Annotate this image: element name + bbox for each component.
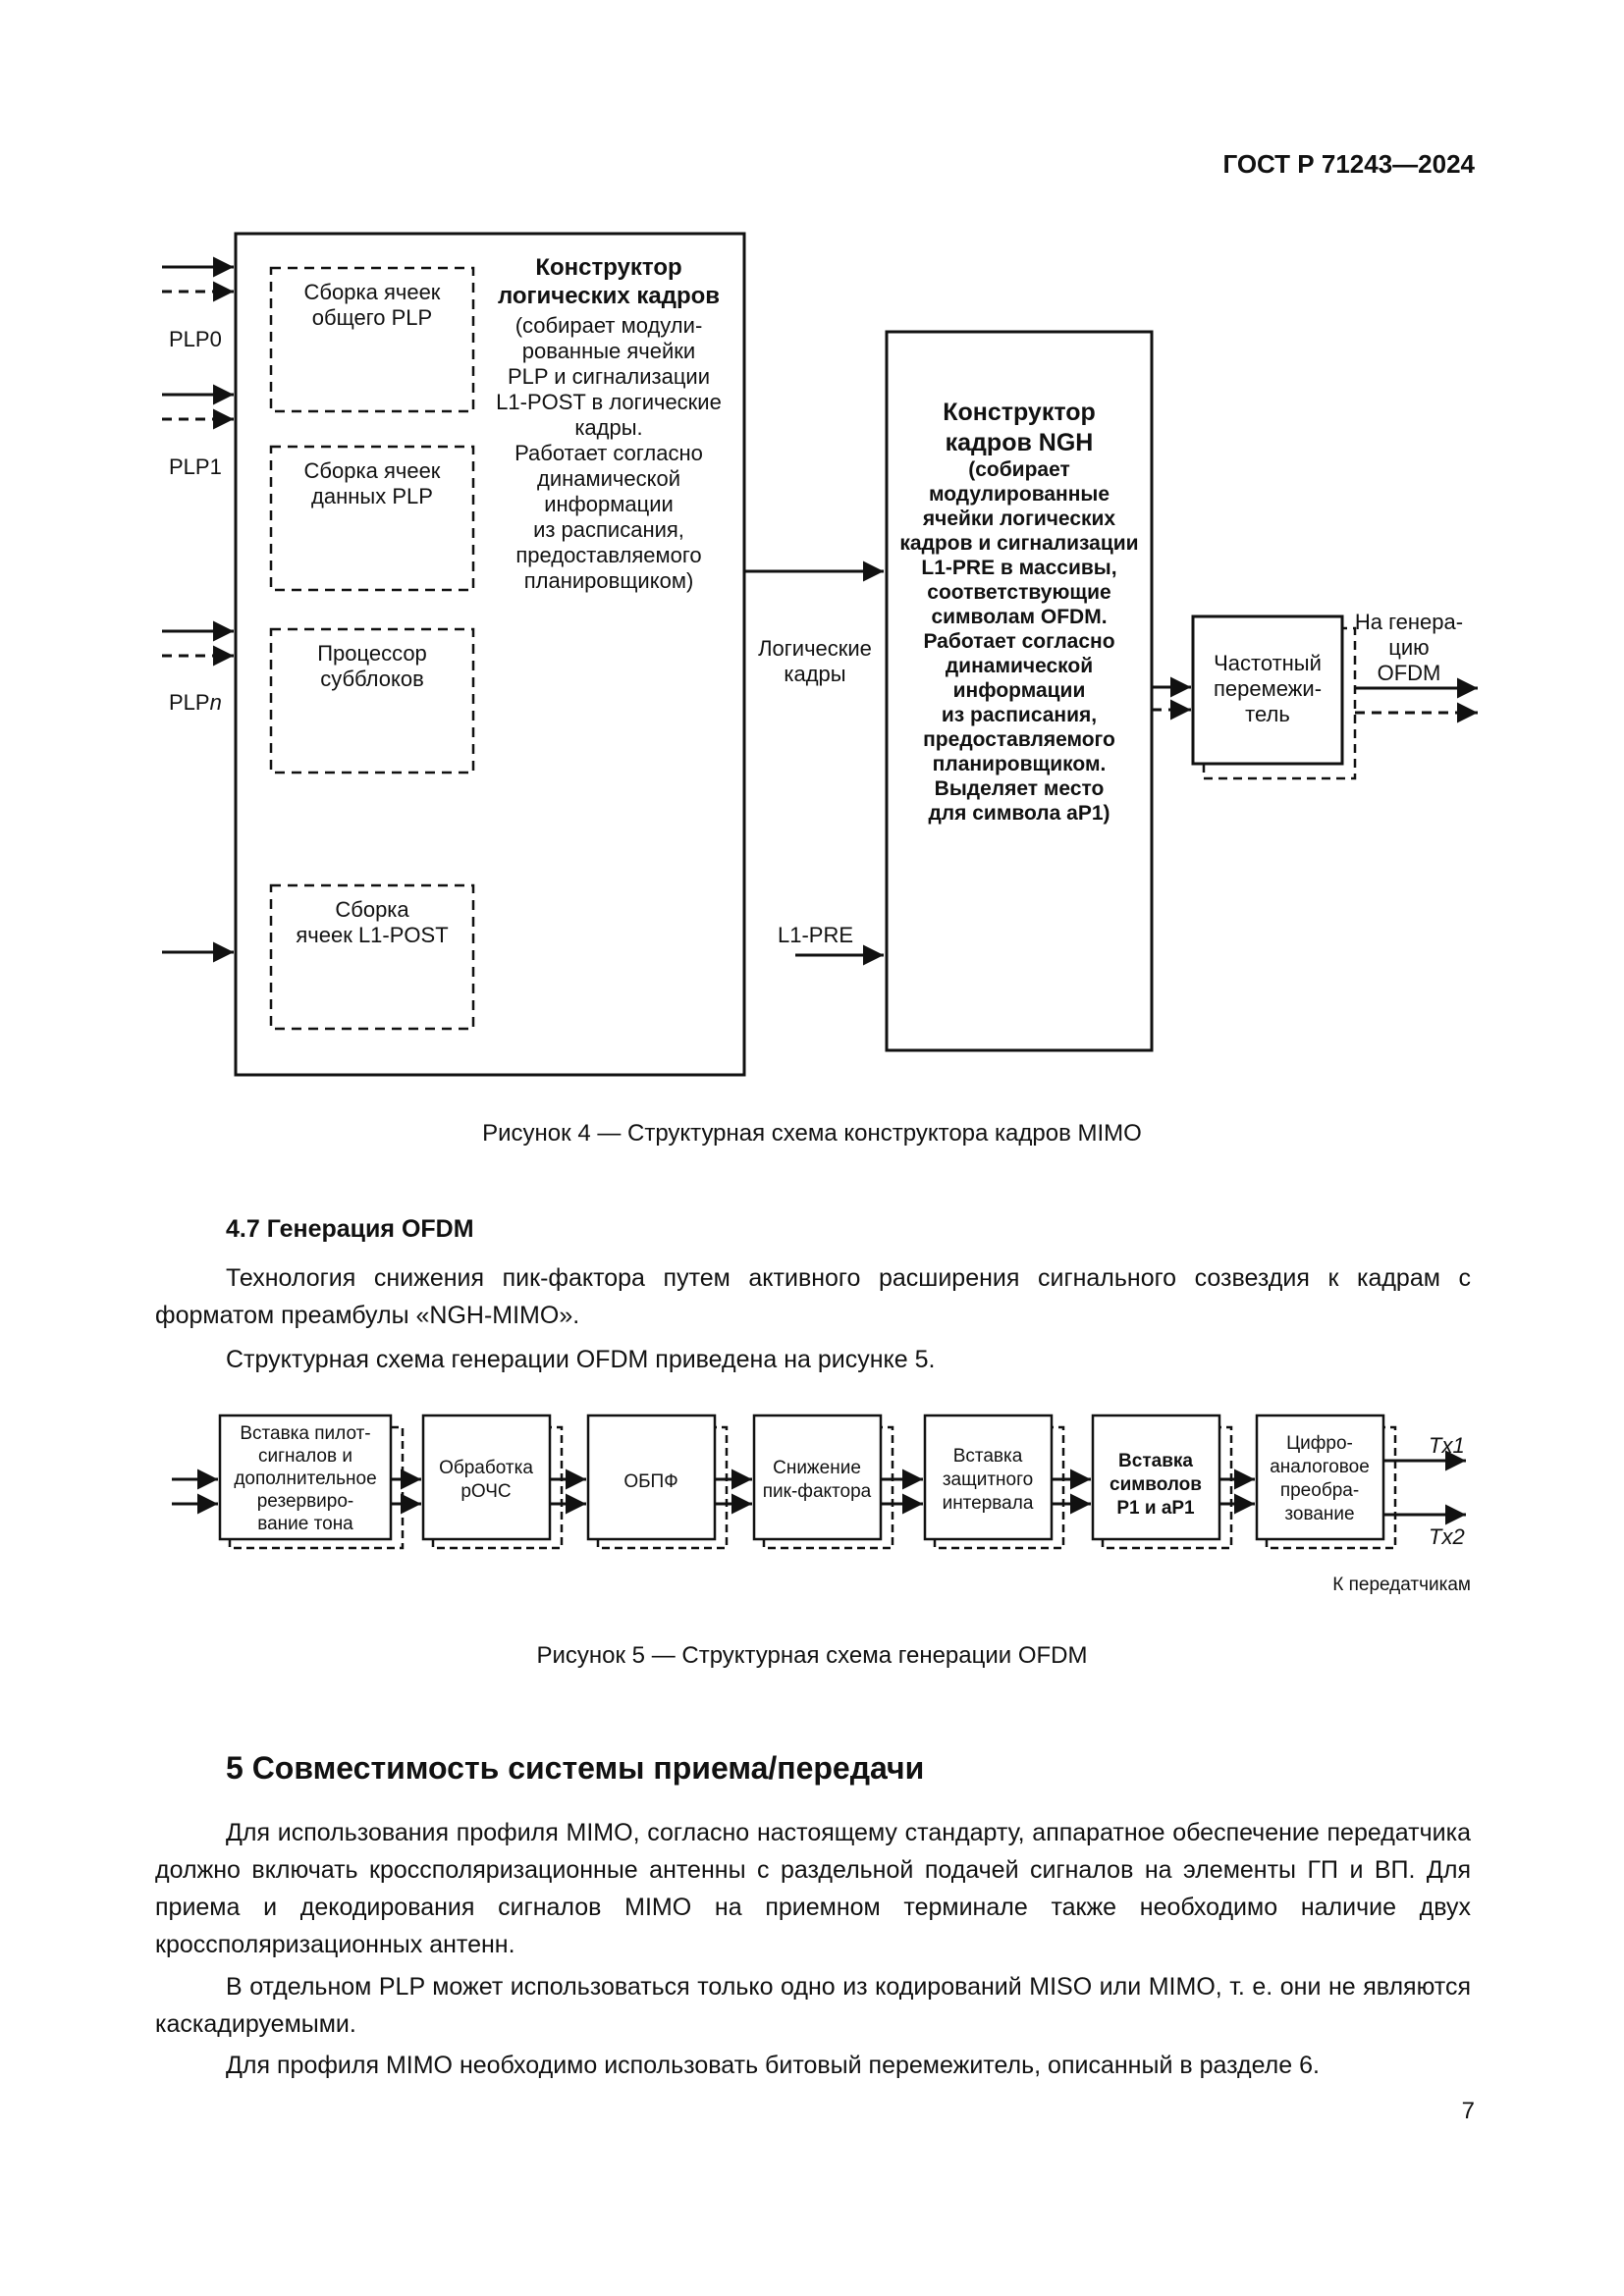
f5-block-label: вание тона xyxy=(257,1514,353,1534)
page-number: 7 xyxy=(1461,2098,1475,2124)
f5-block-label: P1 и aP1 xyxy=(1116,1498,1195,1519)
section-5-paragraph-3: Для профиля MIMO необходимо использовать… xyxy=(226,2052,1320,2079)
svg-text:из расписания,: из расписания, xyxy=(942,704,1097,726)
svg-text:предоставляемого: предоставляемого xyxy=(923,728,1115,751)
f5-block-label: рОЧС xyxy=(460,1481,511,1502)
svg-text:информации: информации xyxy=(953,679,1086,702)
block-label: ячеек L1-POST xyxy=(296,923,448,947)
svg-text:L1-PRE в массивы,: L1-PRE в массивы, xyxy=(921,557,1116,579)
f5-block-label: Обработка xyxy=(439,1458,533,1478)
section-4-7-paragraph-1: Технология снижения пик-фактора путем ак… xyxy=(155,1264,1471,1329)
input-label-plp1: PLP1 xyxy=(169,454,222,479)
logical-builder-description: Конструктор логических кадров (собирает … xyxy=(496,254,722,593)
svg-text:планировщиком): планировщиком) xyxy=(524,568,694,593)
ngh-builder-description: Конструктор кадров NGH (собирает модулир… xyxy=(899,399,1138,825)
block-label: данных PLP xyxy=(311,484,433,508)
f5-block-label: Снижение xyxy=(773,1458,861,1478)
f5-block-label: Цифро- xyxy=(1286,1433,1353,1454)
f5-block-label: ОБПФ xyxy=(623,1471,677,1492)
svg-text:логических кадров: логических кадров xyxy=(498,283,720,309)
input-label-plpn: PLPn xyxy=(169,690,222,715)
svg-text:модулированные: модулированные xyxy=(929,483,1110,506)
svg-text:Работает согласно: Работает согласно xyxy=(514,441,703,465)
svg-text:кадров NGH: кадров NGH xyxy=(946,429,1094,456)
svg-text:рованные ячейки: рованные ячейки xyxy=(522,339,695,363)
interleaver-label: перемежи- xyxy=(1214,676,1322,701)
section-5-heading: 5 Совместимость системы приема/передачи xyxy=(226,1750,925,1786)
l1post-assembly-block xyxy=(269,883,475,1031)
svg-text:Конструктор: Конструктор xyxy=(535,254,681,281)
svg-text:для символа aP1): для символа aP1) xyxy=(928,802,1110,825)
ngh-frame-builder-box xyxy=(885,330,1154,1052)
output-label: цию xyxy=(1388,635,1429,660)
interleaver-label: тель xyxy=(1245,702,1290,726)
svg-text:(собирает: (собирает xyxy=(968,458,1070,481)
svg-text:соответствующие: соответствующие xyxy=(927,581,1110,604)
document-code: ГОСТ Р 71243—2024 xyxy=(1222,149,1475,179)
svg-text:Работает согласно: Работает согласно xyxy=(923,630,1114,653)
svg-text:Выделяет место: Выделяет место xyxy=(935,777,1105,800)
svg-text:информации: информации xyxy=(544,492,674,516)
f5-block-label: дополнительное xyxy=(234,1468,376,1489)
interleaver-label: Частотный xyxy=(1214,651,1322,675)
svg-text:планировщиком.: планировщиком. xyxy=(933,753,1107,775)
interleaver-shadow xyxy=(1202,626,1357,780)
f5-block-label: интервала xyxy=(943,1493,1034,1514)
svg-text:ячейки логических: ячейки логических xyxy=(922,507,1116,530)
svg-text:кадры.: кадры. xyxy=(574,415,642,440)
logical-frame-builder-box xyxy=(234,232,746,1077)
f5-block-label: символов xyxy=(1110,1474,1202,1495)
f5-block-label: аналоговое xyxy=(1270,1457,1370,1477)
data-plp-assembly-block xyxy=(269,445,475,592)
section-4-7-heading: 4.7 Генерация OFDM xyxy=(226,1215,474,1243)
subslice-processor-block xyxy=(269,627,475,774)
block-label: Сборка ячеек xyxy=(304,280,441,304)
svg-text:кадров и сигнализации: кадров и сигнализации xyxy=(899,532,1138,555)
block-label: Сборка ячеек xyxy=(304,458,441,483)
svg-text:(собирает модули-: (собирает модули- xyxy=(515,313,703,338)
f5-block-label: Вставка пилот- xyxy=(240,1423,370,1444)
f5-block-label: сигналов и xyxy=(258,1446,352,1467)
block-label: Процессор xyxy=(317,641,427,666)
tx1-label: Tx1 xyxy=(1429,1433,1465,1458)
l1pre-label: L1-PRE xyxy=(778,923,853,947)
figure-4-caption: Рисунок 4 — Структурная схема конструкто… xyxy=(482,1120,1142,1147)
figure-5-diagram: Вставка пилот- сигналов и дополнительное… xyxy=(172,1414,1471,1595)
f5-block-label: Вставка xyxy=(1118,1451,1193,1471)
figure-5-caption: Рисунок 5 — Структурная схема генерации … xyxy=(536,1642,1088,1669)
logical-frames-label: кадры xyxy=(784,662,845,686)
to-transmitters-label: К передатчикам xyxy=(1332,1575,1471,1595)
output-label: OFDM xyxy=(1378,661,1441,685)
figure-4-diagram: PLP0 PLP1 PLPn Сборка ячеек общего PLP С… xyxy=(162,232,1478,1077)
svg-text:динамической: динамической xyxy=(946,655,1093,677)
frequency-interleaver-block xyxy=(1191,614,1344,766)
svg-text:динамической: динамической xyxy=(537,466,680,491)
svg-text:PLP и сигнализации: PLP и сигнализации xyxy=(508,364,710,389)
f5-block-label: преобра- xyxy=(1280,1480,1359,1501)
block-label: Сборка xyxy=(335,897,409,922)
section-4-7-paragraph-2: Структурная схема генерации OFDM приведе… xyxy=(226,1346,936,1373)
common-plp-assembly-block xyxy=(269,266,475,413)
f5-block-label: защитного xyxy=(943,1469,1033,1490)
f5-block-label: резервиро- xyxy=(257,1491,354,1512)
f5-block-label: зование xyxy=(1284,1504,1354,1524)
block-label: субблоков xyxy=(320,667,424,691)
section-5-paragraph-2: В отдельном PLP может использоваться тол… xyxy=(155,1973,1471,2038)
svg-text:предоставляемого: предоставляемого xyxy=(515,543,701,567)
section-5-paragraph-1: Для использования профиля MIMO, согласно… xyxy=(155,1819,1471,1958)
svg-text:из расписания,: из расписания, xyxy=(533,517,684,542)
svg-text:символам OFDM.: символам OFDM. xyxy=(931,606,1107,628)
svg-text:L1-POST в логические: L1-POST в логические xyxy=(496,390,722,414)
f5-block-label: Вставка xyxy=(953,1446,1023,1467)
output-label: На генера- xyxy=(1355,610,1463,634)
logical-frames-label: Логические xyxy=(758,636,872,661)
svg-text:Конструктор: Конструктор xyxy=(943,399,1096,426)
f5-block-label: пик-фактора xyxy=(763,1481,872,1502)
tx2-label: Tx2 xyxy=(1429,1524,1465,1549)
block-label: общего PLP xyxy=(312,305,432,330)
input-label-plp0: PLP0 xyxy=(169,327,222,351)
